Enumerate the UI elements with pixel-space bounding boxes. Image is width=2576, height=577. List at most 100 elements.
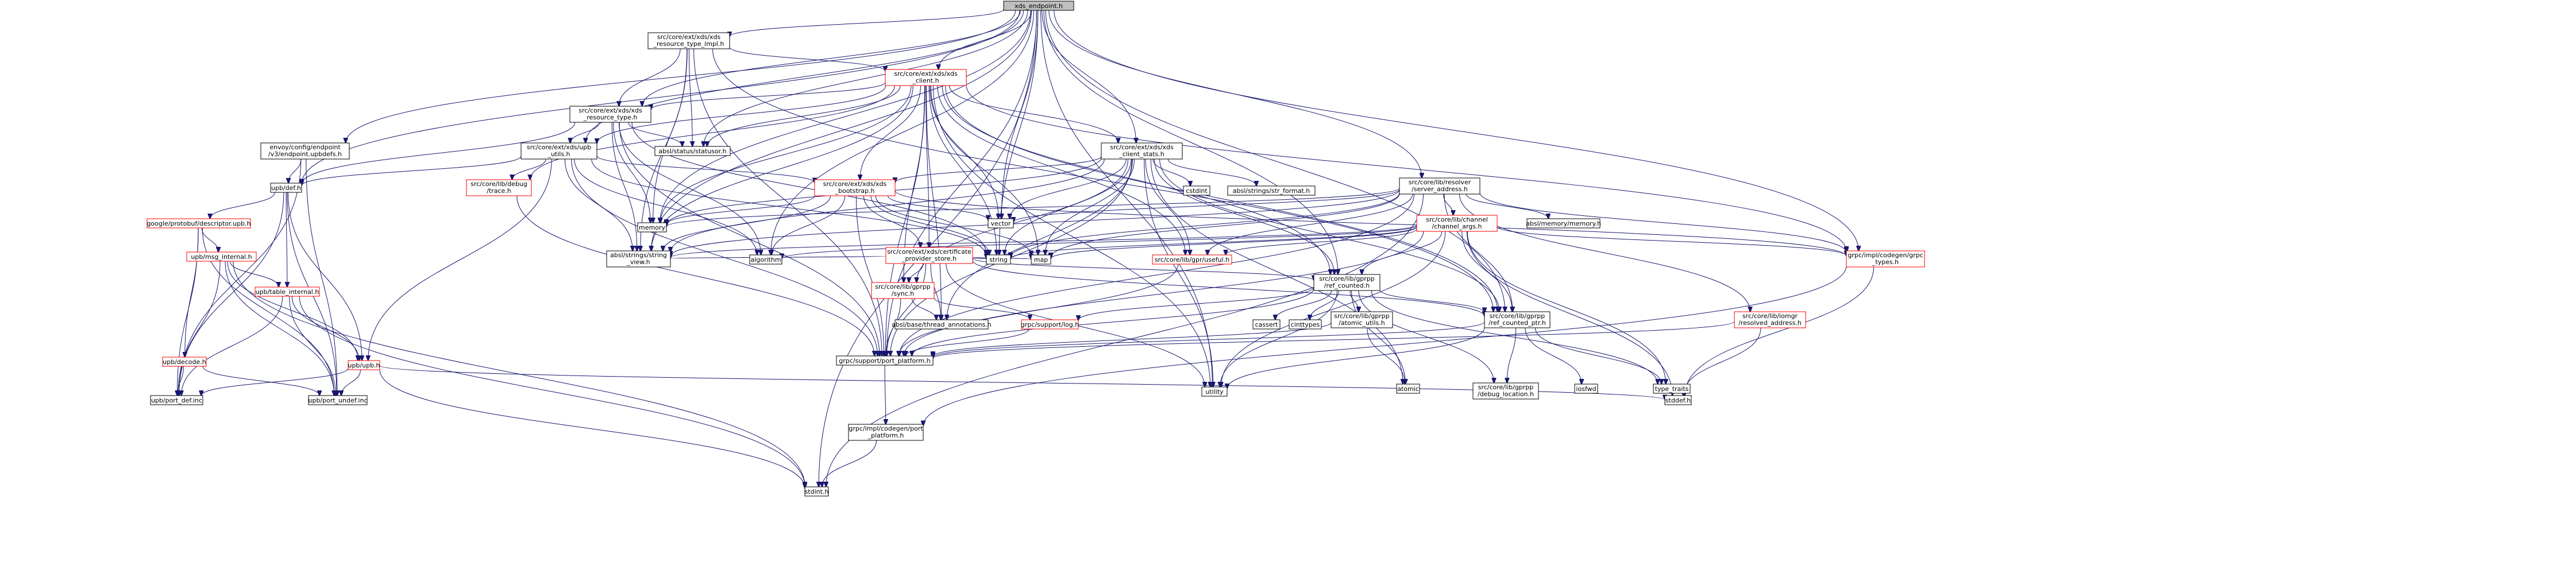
node-vector[interactable]: vector <box>988 218 1014 229</box>
edge-resolved_address-to-stddef <box>1683 327 1761 396</box>
node-label: src/core/lib/gprpp <box>1478 384 1534 391</box>
node-label: vector <box>991 220 1011 227</box>
node-cassert[interactable]: cassert <box>1252 319 1281 330</box>
edge-channel_args-to-utility <box>1221 231 1446 387</box>
edge-envoy_endpoint-to-upb_def <box>288 158 302 183</box>
node-grpc_log[interactable]: grpc/support/log.h <box>1021 319 1079 330</box>
node-string[interactable]: string <box>986 254 1011 265</box>
node-iosfwd[interactable]: iosfwd <box>1574 384 1598 394</box>
node-channel_args[interactable]: src/core/lib/channel/channel_args.h <box>1416 215 1498 232</box>
edge-xds_endpoint-to-utility <box>1040 10 1213 387</box>
edge-xds_endpoint-to-gprpp_ref_counted <box>1043 10 1338 274</box>
node-upb_utils[interactable]: src/core/ext/xds/upb_utils.h <box>520 142 597 160</box>
edge-gprpp_sync-to-grpc_log <box>934 297 1030 320</box>
node-atomic[interactable]: atomic <box>1396 384 1420 394</box>
node-box <box>894 319 989 330</box>
node-xds_endpoint[interactable]: xds_endpoint.h <box>1003 1 1074 11</box>
node-debug_trace[interactable]: src/core/lib/debug/trace.h <box>466 179 532 196</box>
edge-gprpp_ref_counted-to-grpc_log <box>1078 286 1314 320</box>
node-ref_counted_ptr[interactable]: src/core/lib/gprpp/ref_counted_ptr.h <box>1484 311 1551 328</box>
node-label: absl/strings/str_format.h <box>1233 187 1310 195</box>
node-label: upb/decode.h <box>163 358 206 366</box>
edge-gprpp_ref_counted-to-cassert <box>1275 290 1332 320</box>
edge-gpr_useful-to-port_platform <box>898 264 1179 356</box>
node-absl_memory[interactable]: absl/memory/memory.h <box>1526 218 1601 229</box>
edge-gprpp_ref_counted-to-atomic <box>1351 290 1406 384</box>
node-label: algorithm <box>750 256 781 264</box>
node-xds_resource_type_impl[interactable]: src/core/ext/xds/xds_resource_type_impl.… <box>647 32 730 49</box>
node-str_format[interactable]: absl/strings/str_format.h <box>1227 185 1316 196</box>
node-memory[interactable]: memory <box>637 222 667 233</box>
node-port_platform[interactable]: grpc/support/port_platform.h <box>836 355 934 366</box>
node-port_undef[interactable]: upb/port_undef.inc <box>308 395 368 405</box>
node-box <box>1396 384 1420 394</box>
edge-xds_bootstrap-to-string_view <box>663 195 831 251</box>
edge-gprpp_ref_counted-to-utility <box>1220 290 1337 387</box>
node-port_def[interactable]: upb/port_def.inc <box>150 395 203 405</box>
node-box <box>1003 1 1074 11</box>
edge-cert_provider_store-to-port_platform <box>886 263 927 356</box>
edge-channel_args-to-string_view <box>670 224 1417 258</box>
edge-atomic_utils-to-atomic <box>1367 327 1405 384</box>
node-mini_table[interactable]: upb/msg_internal.h <box>186 251 257 262</box>
node-label: /sync.h <box>892 290 914 297</box>
node-box <box>569 106 651 123</box>
node-utility[interactable]: utility <box>1201 386 1228 397</box>
node-descriptor_upb[interactable]: google/protobuf/descriptor.upb.h <box>146 218 251 229</box>
edge-xds_client-to-statusor <box>707 85 901 146</box>
edge-xds_resource_type-to-string_view <box>611 122 637 251</box>
node-server_address[interactable]: src/core/lib/resolver/server_address.h <box>1399 177 1480 195</box>
node-map[interactable]: map <box>1031 254 1051 265</box>
node-cert_provider_store[interactable]: src/core/ext/xds/certificate_provider_st… <box>885 247 973 264</box>
node-stddef[interactable]: stddef.h <box>1664 395 1692 405</box>
node-box <box>1313 274 1380 291</box>
node-cstdint[interactable]: cstdint <box>1183 185 1210 196</box>
node-codegen_port_platform[interactable]: grpc/impl/codegen/port_platform.h <box>848 424 924 441</box>
node-box <box>186 251 257 262</box>
node-upb_decode[interactable]: upb/decode.h <box>162 357 207 367</box>
node-gprpp_sync[interactable]: src/core/lib/gprpp/sync.h <box>871 282 935 299</box>
node-grpc_types[interactable]: grpc/impl/codegen/grpc_types.h <box>1846 250 1925 268</box>
node-resolved_address[interactable]: src/core/lib/iomgr/resolved_address.h <box>1734 311 1806 328</box>
node-table_internal[interactable]: upb/table_internal.h <box>254 286 320 297</box>
node-xds_resource_type[interactable]: src/core/ext/xds/xds_resource_type.h <box>569 106 651 123</box>
node-box <box>348 360 380 370</box>
edge-envoy_endpoint-to-port_undef <box>306 158 337 396</box>
node-stdint[interactable]: stdint.h <box>804 486 829 497</box>
node-xds_bootstrap[interactable]: src/core/ext/xds/xds_bootstrap.h <box>814 179 896 196</box>
node-label: _platform.h <box>867 432 904 439</box>
edge-ref_counted_ptr-to-iosfwd <box>1525 327 1582 384</box>
node-thread_annotations[interactable]: absl/base/thread_annotations.h <box>892 319 992 330</box>
edge-server_address-to-absl_memory <box>1466 193 1548 219</box>
node-upb_upb[interactable]: upb/upb.h <box>348 360 380 370</box>
node-label: _types.h <box>1872 258 1899 266</box>
node-upb_def[interactable]: upb/def.h <box>270 183 302 193</box>
node-type_traits[interactable]: type_traits <box>1653 384 1691 394</box>
node-statusor[interactable]: absl/status/statusor.h <box>654 146 731 156</box>
node-gpr_useful[interactable]: src/core/lib/gpr/useful.h <box>1152 254 1232 265</box>
node-string_view[interactable]: absl/strings/string_view.h <box>606 250 671 268</box>
node-label: /resolved_address.h <box>1738 319 1802 327</box>
node-label: src/core/lib/gpr/useful.h <box>1155 256 1229 264</box>
node-xds_client[interactable]: src/core/ext/xds/xds_client.h <box>885 69 967 86</box>
node-debug_location[interactable]: src/core/lib/gprpp/debug_location.h <box>1472 382 1539 400</box>
node-label: absl/base/thread_annotations.h <box>892 321 991 328</box>
node-label: cinttypes <box>1291 321 1320 328</box>
node-cinttypes[interactable]: cinttypes <box>1289 319 1322 330</box>
node-algorithm[interactable]: algorithm <box>749 254 782 265</box>
node-atomic_utils[interactable]: src/core/lib/gprpp/atomic_utils.h <box>1331 311 1393 328</box>
node-box <box>1574 384 1598 394</box>
edge-xds_bootstrap-to-port_platform <box>855 195 884 356</box>
node-gprpp_ref_counted[interactable]: src/core/lib/gprpp/ref_counted.h <box>1313 274 1380 291</box>
edge-xds_resource_type-to-string <box>631 122 986 255</box>
node-label: _client_stats.h <box>1119 150 1164 158</box>
edge-ref_counted_ptr-to-debug_location <box>1507 327 1517 383</box>
node-label: src/core/lib/debug <box>471 180 527 188</box>
edge-upb_upb-to-stddef <box>379 365 1665 400</box>
edge-channel_args-to-gprpp_ref_counted <box>1362 231 1443 274</box>
edge-xds_bootstrap-to-memory <box>666 195 815 224</box>
node-label: src/core/lib/gprpp <box>1319 275 1375 282</box>
node-label: memory <box>639 224 665 231</box>
node-xds_client_stats[interactable]: src/core/ext/xds/xds_client_stats.h <box>1101 142 1183 160</box>
node-envoy_endpoint[interactable]: envoy/config/endpoint/v3/endpoint.upbdef… <box>260 142 350 160</box>
